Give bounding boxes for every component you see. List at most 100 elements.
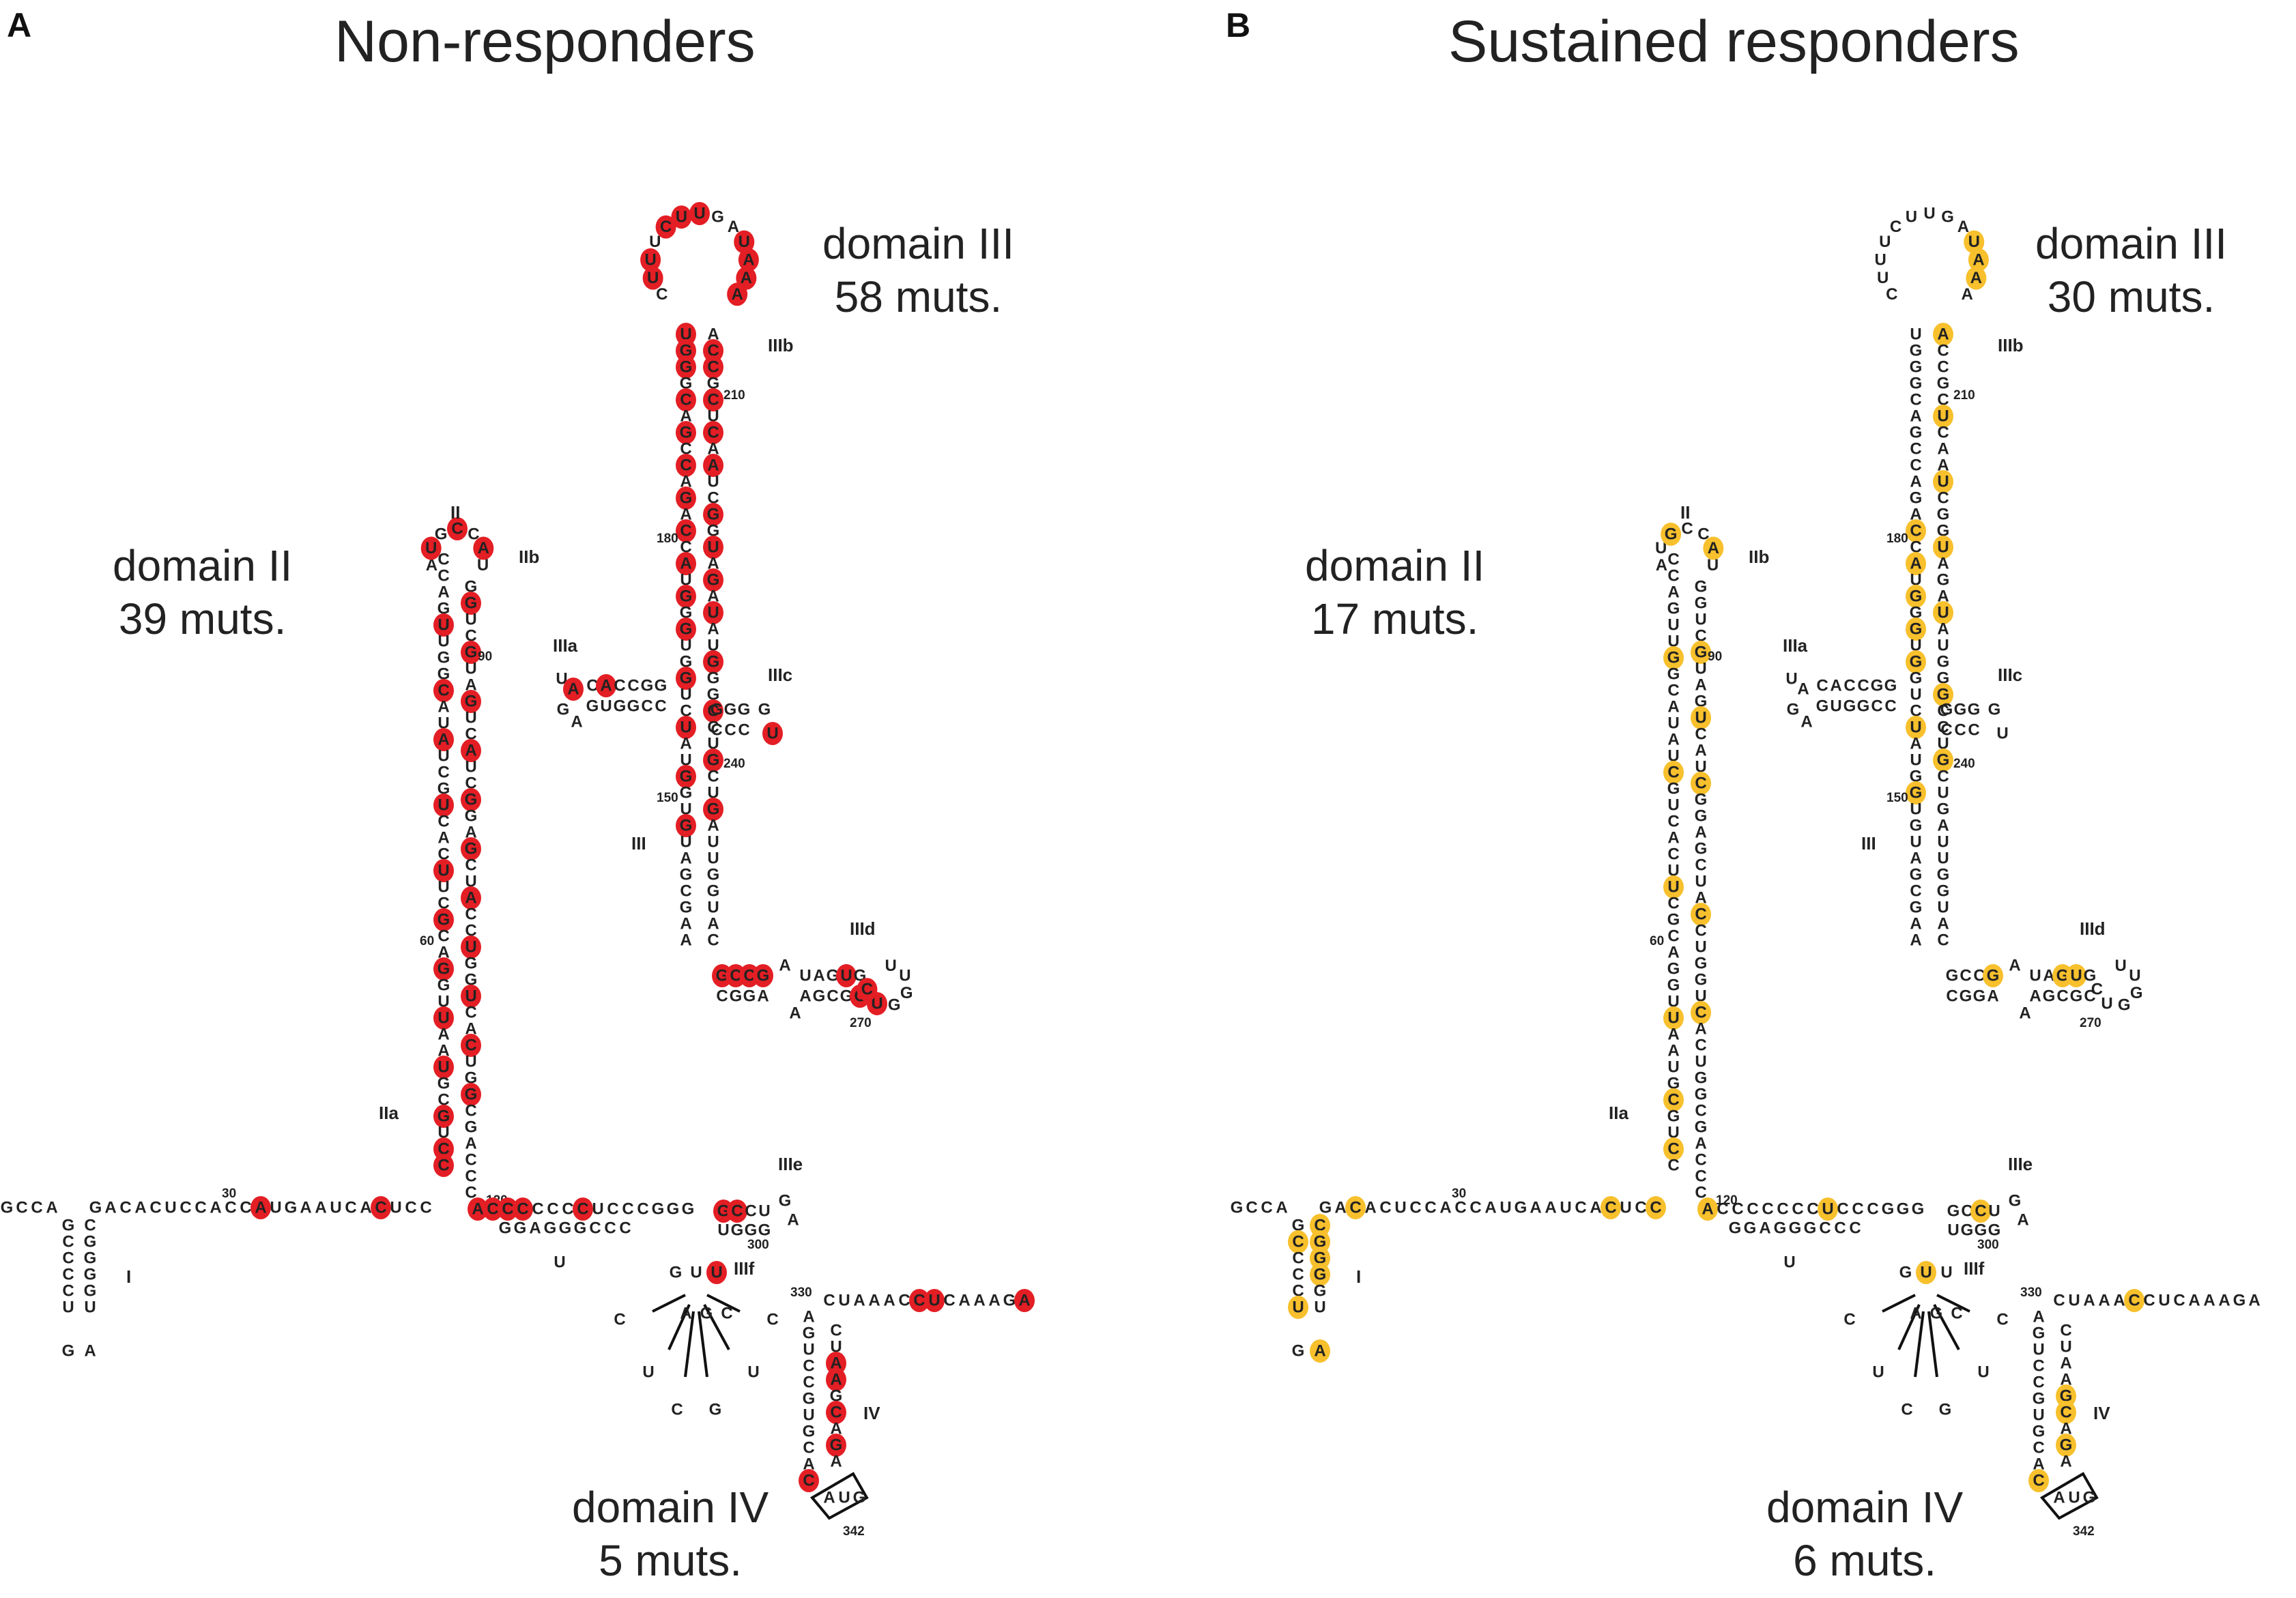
nucleotide: G <box>1695 1086 1708 1104</box>
nucleotide: U <box>1988 1202 2000 1221</box>
nucleotide: C <box>1910 440 1921 459</box>
nucleotide: U <box>1667 796 1679 815</box>
nucleotide: C <box>1667 895 1679 913</box>
mutation-count: 5 muts. <box>599 1536 742 1585</box>
nucleotide: U <box>1910 718 1921 737</box>
nucleotide: U <box>680 325 691 344</box>
nucleotide: A <box>789 1004 801 1023</box>
nucleotide: C <box>1667 1091 1679 1109</box>
nucleotide: G <box>1695 1118 1708 1137</box>
nucleotide: G <box>2009 1192 2022 1210</box>
position-number: 60 <box>420 934 434 948</box>
nucleotide: C <box>547 1200 558 1219</box>
mutation-marker <box>676 388 696 411</box>
nucleotide: C <box>1695 1004 1706 1022</box>
nucleotide: G <box>437 600 450 618</box>
position-number: 150 <box>657 791 678 805</box>
nucleotide: G <box>711 208 724 227</box>
mutation-marker <box>468 1197 488 1221</box>
nucleotide: A <box>1702 1200 1713 1219</box>
nucleotide: C <box>803 1439 814 1457</box>
nucleotide: A <box>571 713 582 731</box>
nucleotide: G <box>465 578 478 596</box>
nucleotide: A <box>1910 915 1921 933</box>
nucleotide: G <box>1231 1199 1244 1217</box>
nucleotide: C <box>465 905 476 924</box>
nucleotide: A <box>1937 587 1949 606</box>
nucleotide: C <box>604 1219 616 1238</box>
subdomain-label: II <box>450 502 460 523</box>
mutation-marker <box>676 421 696 444</box>
nucleotide: G <box>1319 1199 1332 1217</box>
nucleotide: U <box>1920 1264 1932 1282</box>
nucleotide: U <box>1695 938 1706 957</box>
nucleotide: C <box>62 1282 74 1301</box>
nucleotide: C <box>1867 1200 1878 1219</box>
nucleotide: C <box>680 456 691 475</box>
nucleotide: A <box>1695 824 1706 842</box>
nucleotide: A <box>437 731 449 749</box>
nucleotide: A <box>1937 915 1949 933</box>
mutation-marker <box>461 985 481 1008</box>
nucleotide: C <box>1695 1036 1706 1055</box>
nucleotide: G <box>680 669 693 688</box>
domain-iv-label: domain IV 6 muts. <box>1766 1481 1963 1587</box>
nucleotide: G <box>1910 424 1923 442</box>
nucleotide: A <box>315 1199 326 1217</box>
nucleotide: C <box>1575 1199 1586 1217</box>
nucleotide: U <box>1394 1199 1406 1217</box>
mutation-marker <box>1601 1196 1621 1219</box>
nucleotide: C <box>2128 1292 2140 1310</box>
nucleotide: G <box>1937 882 1950 901</box>
domain-ii-label: domain II 17 muts. <box>1305 539 1484 645</box>
nucleotide: U <box>1667 862 1679 880</box>
nucleotide: G <box>680 424 693 442</box>
ring-connector <box>706 1294 741 1313</box>
nucleotide: G <box>1937 375 1950 393</box>
nucleotide: C <box>62 1249 74 1268</box>
position-number: 300 <box>747 1238 769 1252</box>
nucleotide: C <box>913 1292 925 1310</box>
position-number: 300 <box>1977 1238 1999 1252</box>
nucleotide: G <box>1695 693 1708 711</box>
nucleotide: A <box>680 555 691 573</box>
nucleotide: A <box>1961 285 1972 304</box>
nucleotide: A <box>210 1199 221 1217</box>
nucleotide: A <box>1937 620 1949 639</box>
nucleotide: A <box>830 1453 842 1471</box>
nucleotide: G <box>1910 817 1923 835</box>
subdomain-label: IIId <box>2080 918 2106 939</box>
nucleotide: C <box>405 1199 416 1217</box>
mutation-marker <box>703 388 723 411</box>
nucleotide: U <box>1996 725 2008 743</box>
nucleotide: U <box>1667 993 1679 1011</box>
nucleotide: C <box>1792 1200 1803 1219</box>
nucleotide: G <box>1910 784 1923 802</box>
nucleotide: U <box>803 1406 814 1425</box>
nucleotide: C <box>1852 1200 1863 1219</box>
mutation-marker <box>1916 1261 1936 1284</box>
nucleotide: G <box>853 1489 866 1507</box>
nucleotide: G <box>1665 525 1678 543</box>
nucleotide: G <box>1946 967 1959 985</box>
panel-title: Sustained responders <box>1448 9 2020 74</box>
nucleotide: G <box>465 971 478 989</box>
nucleotide: A <box>1797 680 1809 699</box>
mutation-marker <box>461 641 481 664</box>
mutation-count: 17 muts. <box>1310 594 1479 643</box>
nucleotide: A <box>707 915 719 933</box>
nucleotide: U <box>592 1200 603 1219</box>
nucleotide: C <box>614 1311 625 1329</box>
position-number: 30 <box>1452 1187 1466 1201</box>
ring-connector <box>684 1311 695 1378</box>
nucleotide: U <box>1830 697 1841 716</box>
nucleotide: C <box>743 967 755 985</box>
nucleotide: A <box>799 987 811 1006</box>
domain-ii-label: domain II 39 muts. <box>113 539 292 645</box>
nucleotide: G <box>1897 1200 1910 1219</box>
nucleotide: A <box>743 250 754 269</box>
nucleotide: C <box>1937 342 1949 360</box>
nucleotide: A <box>2053 1489 2065 1507</box>
nucleotide: G <box>1667 649 1680 667</box>
nucleotide: A <box>465 1135 476 1153</box>
